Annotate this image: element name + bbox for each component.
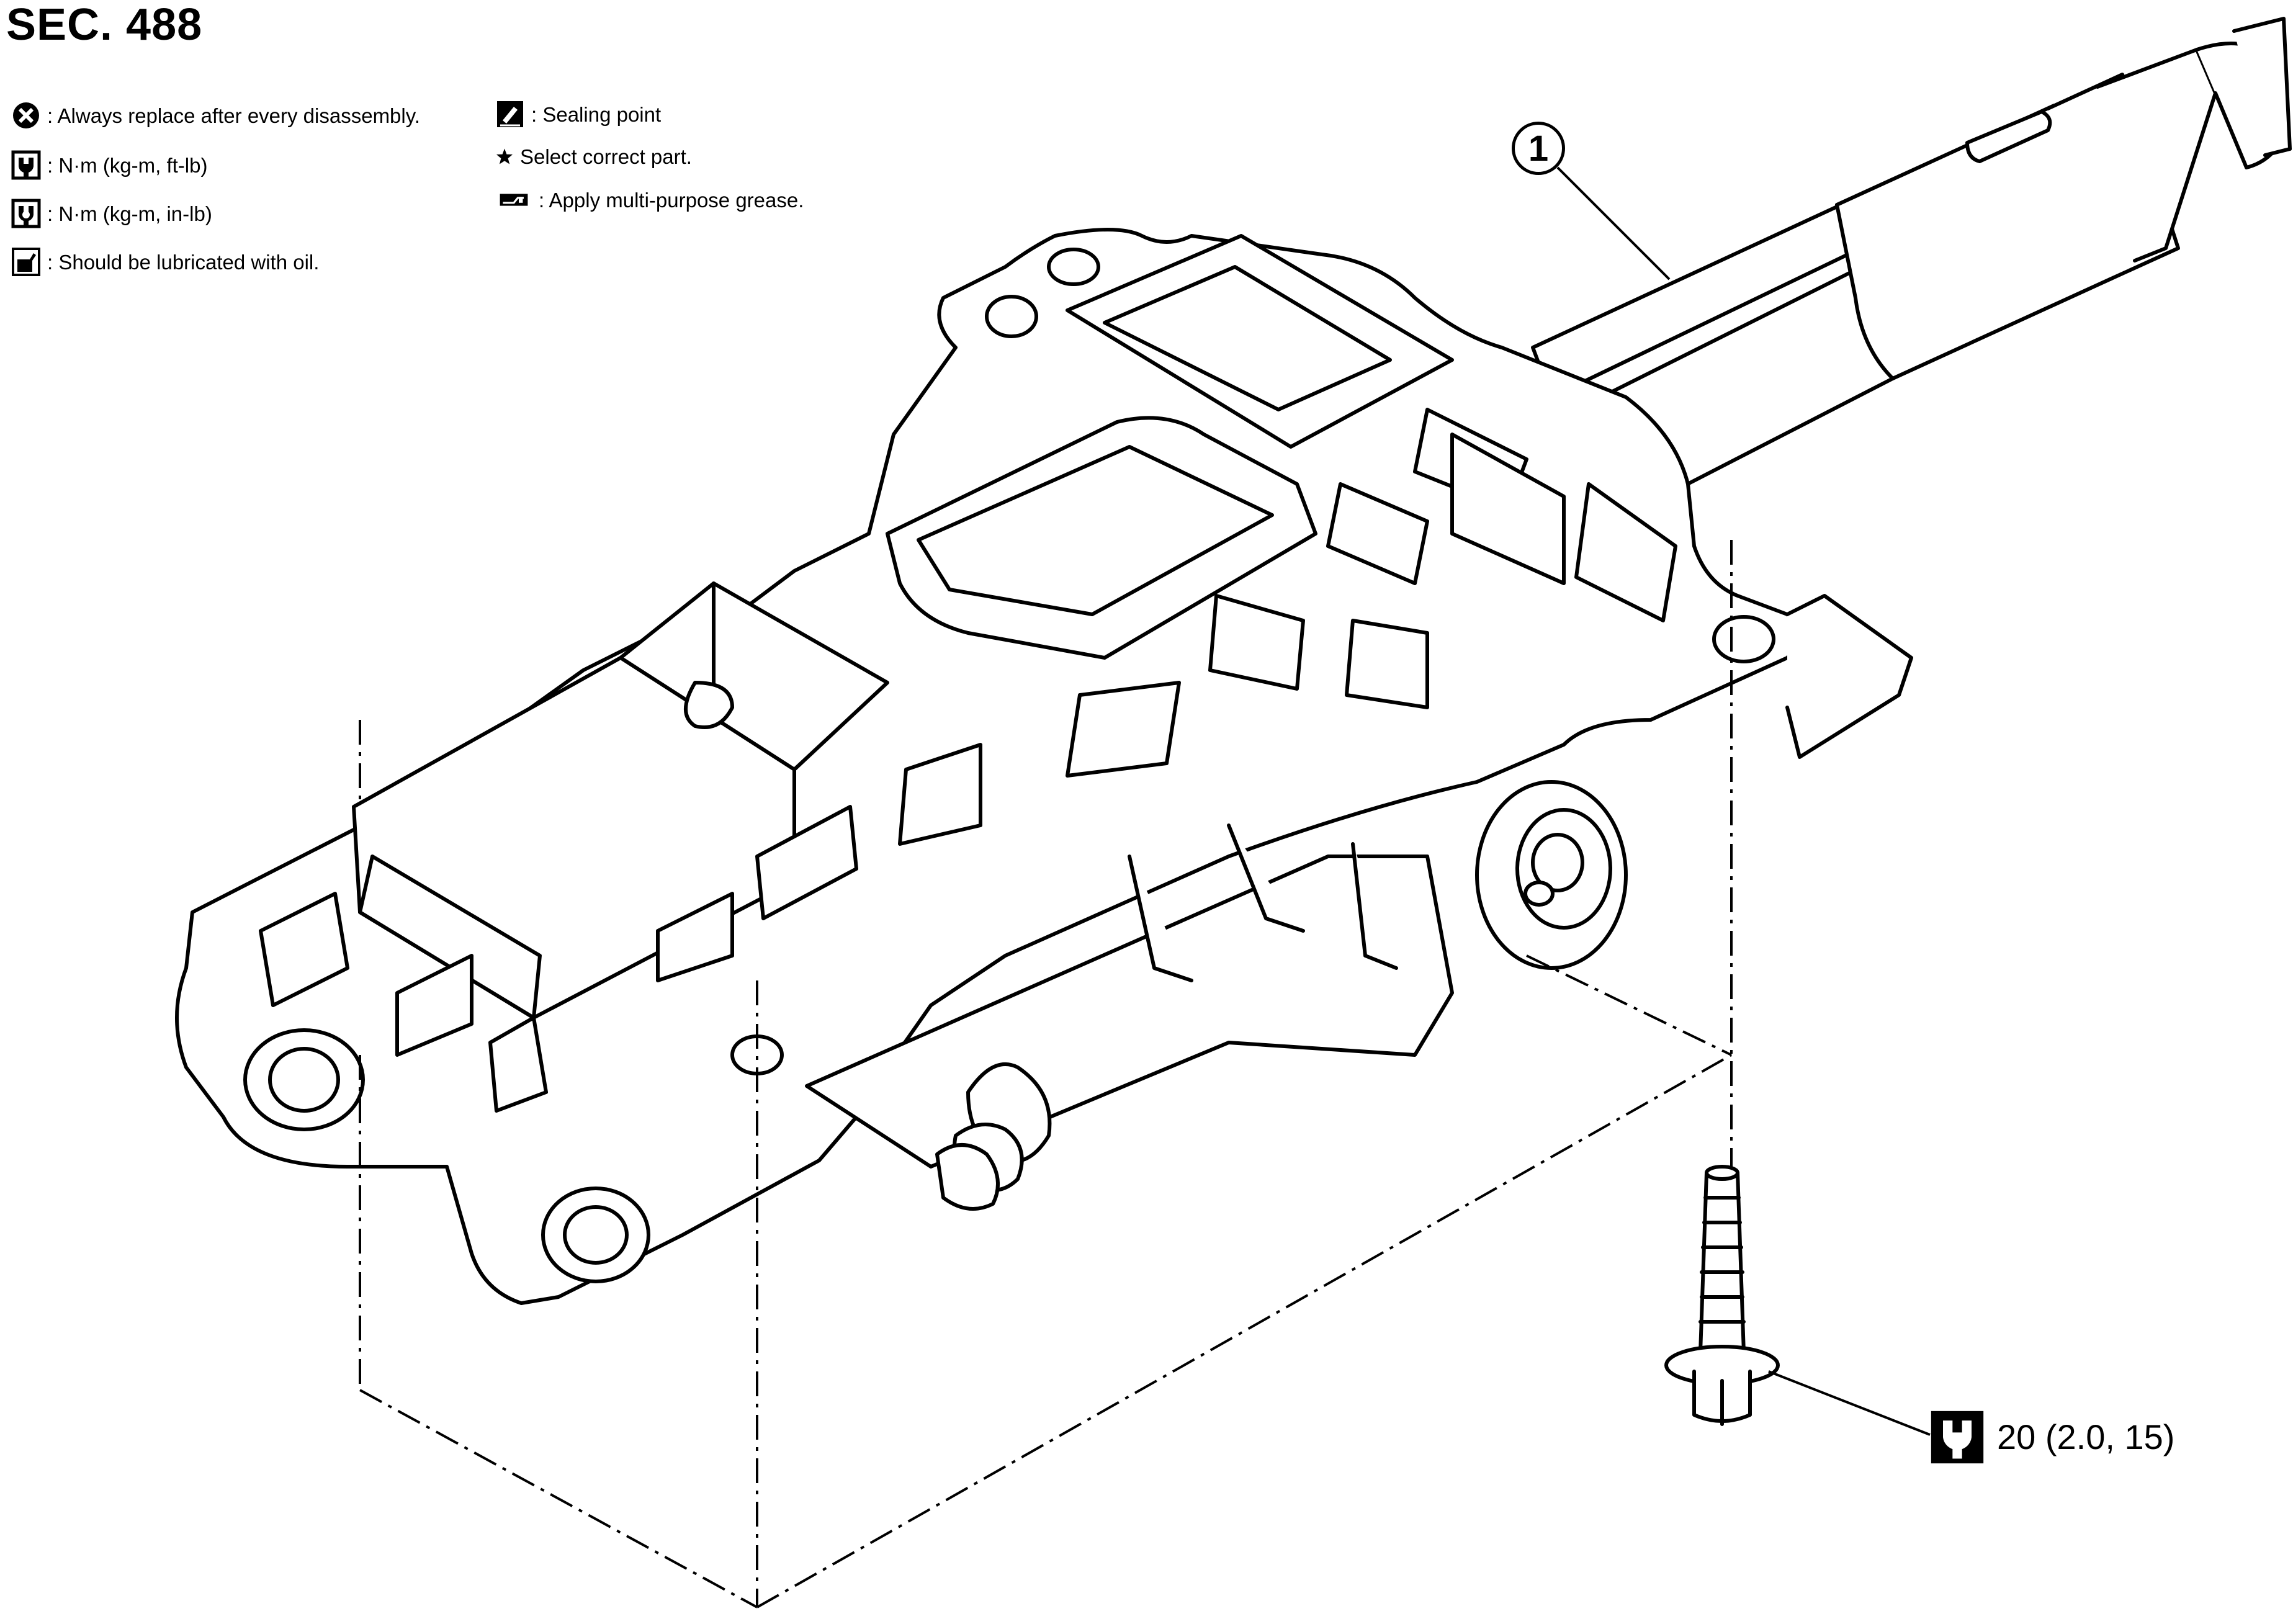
torque-value: 20 (2.0, 15) (1997, 1417, 2175, 1456)
mounting-bolt (1664, 1165, 1780, 1426)
legend-text-oil: : Should be lubricated with oil. (47, 250, 320, 274)
callout-1: 1 (1512, 122, 1565, 175)
oil-can-icon (11, 247, 41, 277)
torque-wrench-icon (1929, 1409, 1986, 1466)
bolt-torque-spec: 20 (2.0, 15) (1929, 1409, 2174, 1466)
callout-leader-1 (1556, 166, 1671, 280)
column-bracket (175, 228, 1913, 1305)
grease-icon (495, 185, 532, 215)
torque-wrench-icon (11, 150, 41, 180)
legend-text-torque-ftlb: : N·m (kg-m, ft-lb) (47, 153, 208, 177)
replace-x-icon (11, 101, 41, 130)
legend-item-torque-ftlb: : N·m (kg-m, ft-lb) (11, 150, 207, 180)
legend-text-replace: : Always replace after every disassembly… (47, 104, 420, 127)
sealing-point-icon (495, 99, 525, 129)
alignment-lines (359, 540, 1733, 1608)
legend-item-grease: : Apply multi-purpose grease. (495, 185, 804, 215)
legend-text-grease: : Apply multi-purpose grease. (539, 188, 804, 212)
star-icon (495, 141, 514, 171)
torque-wrench-filled-icon (11, 199, 41, 228)
legend-text-star: Select correct part. (520, 145, 692, 168)
legend-item-replace: : Always replace after every disassembly… (11, 101, 420, 130)
torque-leader (1768, 1370, 1931, 1436)
section-title: SEC. 488 (6, 0, 203, 50)
legend-item-oil: : Should be lubricated with oil. (11, 247, 319, 277)
legend-text-torque-inlb: : N·m (kg-m, in-lb) (47, 202, 212, 225)
legend-text-sealing: : Sealing point (531, 102, 662, 126)
legend-item-torque-inlb: : N·m (kg-m, in-lb) (11, 199, 212, 228)
leader-lines (1556, 166, 1931, 1436)
legend-item-star: Select correct part. (495, 141, 692, 171)
legend-item-sealing: : Sealing point (495, 99, 661, 129)
